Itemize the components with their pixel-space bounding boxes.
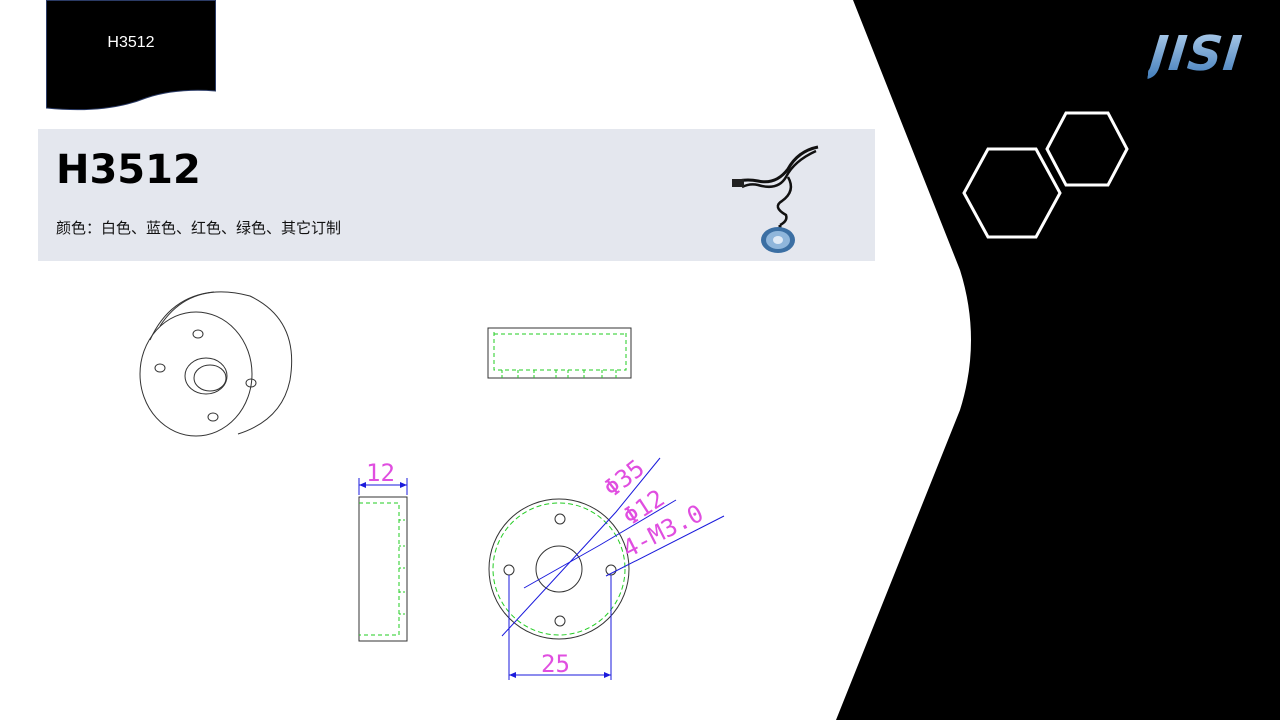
isometric-view [139,291,293,437]
tab-label: H3512 [107,34,155,51]
product-title: H3512 [56,147,201,193]
brand-logo: JISI [1147,26,1246,82]
top-view [487,327,632,379]
dimension-thickness: 12 [366,459,395,487]
side-view [358,478,408,642]
product-info-panel: H3512 颜色：白色、蓝色、红色、绿色、其它订制 [38,129,875,261]
front-view [488,457,725,680]
technical-drawing: 12 Φ35 Φ12 4-M3.0 25 [139,291,725,680]
dimension-hole-spacing: 25 [541,650,570,678]
title-tab [46,0,216,111]
product-colors-text: 颜色：白色、蓝色、红色、绿色、其它订制 [56,219,342,237]
hexagon-icon [1045,111,1129,187]
product-photo-icon [732,145,819,253]
hexagon-icon [962,147,1062,239]
